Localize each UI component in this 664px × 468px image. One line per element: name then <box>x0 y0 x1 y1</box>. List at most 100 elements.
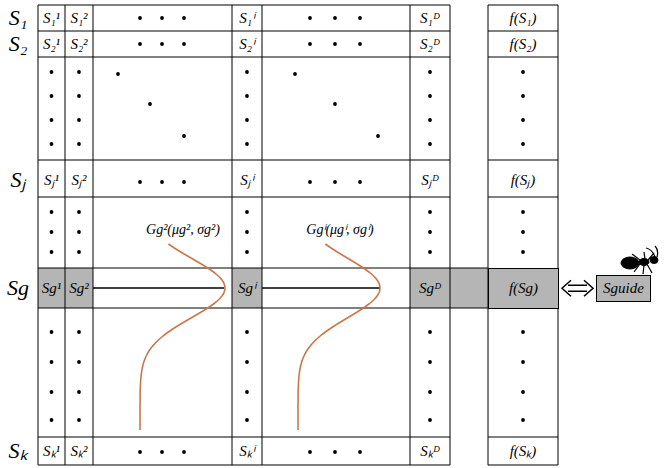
ellipsis-dots <box>50 16 525 454</box>
ellipsis-dot <box>77 390 81 394</box>
ellipsis-dot <box>333 42 337 46</box>
ellipsis-dot <box>77 70 81 74</box>
table-cell: Sₖᴰ <box>420 443 440 460</box>
ellipsis-dot <box>148 102 152 106</box>
ellipsis-dot <box>77 94 81 98</box>
table-cell: Sⱼⁱ <box>240 172 254 189</box>
ellipsis-dot <box>428 330 432 334</box>
row-label: Sg <box>7 276 29 300</box>
ellipsis-dot <box>50 70 54 74</box>
table-cell: S₁² <box>70 10 87 27</box>
ellipsis-dot <box>77 118 81 122</box>
ellipsis-dot <box>308 180 312 184</box>
ellipsis-dot <box>245 330 249 334</box>
ellipsis-dot <box>428 118 432 122</box>
ellipsis-dot <box>182 16 186 20</box>
ellipsis-dot <box>428 210 432 214</box>
ellipsis-dot <box>428 94 432 98</box>
ellipsis-dot <box>77 418 81 422</box>
table-cell: Sgⁱ <box>238 280 256 297</box>
ellipsis-dot <box>245 230 249 234</box>
ellipsis-dot <box>293 72 297 76</box>
ellipsis-dot <box>521 418 525 422</box>
ellipsis-dot <box>308 16 312 20</box>
ant-icon <box>621 246 658 274</box>
ellipsis-dot <box>521 330 525 334</box>
ellipsis-dot <box>77 230 81 234</box>
ellipsis-dot <box>308 450 312 454</box>
ellipsis-dot <box>245 118 249 122</box>
ellipsis-dot <box>50 118 54 122</box>
ellipsis-dot <box>182 42 186 46</box>
ellipsis-dot <box>50 230 54 234</box>
ellipsis-dot <box>182 180 186 184</box>
ellipsis-dot <box>245 70 249 74</box>
distribution-label: Gg²(μg², σg²) <box>146 222 220 237</box>
table-cell: S₂ⁱ <box>239 36 255 53</box>
ellipsis-dot <box>138 450 142 454</box>
ellipsis-dot <box>138 16 142 20</box>
ellipsis-dot <box>521 70 525 74</box>
table-cell: Sⱼ¹ <box>44 172 59 189</box>
ellipsis-dot <box>50 418 54 422</box>
table-lines <box>38 5 558 465</box>
ellipsis-dot <box>245 94 249 98</box>
ellipsis-dot <box>116 72 120 76</box>
ellipsis-dot <box>333 450 337 454</box>
guide-row-shading <box>38 268 488 308</box>
ellipsis-dot <box>50 94 54 98</box>
row-label: S₂ <box>9 32 28 56</box>
ellipsis-dot <box>245 250 249 254</box>
distribution-label: Ggⁱ(μgⁱ, σgⁱ) <box>306 222 373 237</box>
ellipsis-dot <box>50 142 54 146</box>
ellipsis-dot <box>358 16 362 20</box>
table-cell: S₁¹ <box>43 10 60 27</box>
ellipsis-dot <box>50 250 54 254</box>
ellipsis-dot <box>50 360 54 364</box>
ellipsis-dot <box>308 42 312 46</box>
ellipsis-dot <box>245 210 249 214</box>
row-label: S₁ <box>9 6 28 30</box>
ellipsis-dot <box>428 390 432 394</box>
double-arrow <box>562 280 593 296</box>
row-label: Sⱼ <box>11 168 26 192</box>
ellipsis-dot <box>138 42 142 46</box>
table-cell: S₁ᴰ <box>420 10 440 27</box>
ellipsis-dot <box>50 210 54 214</box>
guide-solution-box: Sguide <box>596 275 651 302</box>
table-cell: Sₖ² <box>71 443 88 460</box>
ellipsis-dot <box>521 230 525 234</box>
row-label: Sₖ <box>9 439 28 463</box>
ellipsis-dot <box>245 390 249 394</box>
ellipsis-dot <box>160 16 164 20</box>
ellipsis-dot <box>333 16 337 20</box>
ellipsis-dot <box>245 418 249 422</box>
ellipsis-dot <box>428 360 432 364</box>
table-cell: S₂² <box>70 36 87 53</box>
fitness-cell: f(Sg) <box>488 268 559 309</box>
table-cell: S₁ⁱ <box>239 10 255 27</box>
ellipsis-dot <box>428 250 432 254</box>
table-cell: Sⱼᴰ <box>421 172 439 189</box>
gaussian-curve <box>298 244 380 430</box>
ellipsis-dot <box>77 330 81 334</box>
ellipsis-dot <box>428 418 432 422</box>
ellipsis-dot <box>521 210 525 214</box>
ellipsis-dot <box>521 118 525 122</box>
ellipsis-dot <box>358 450 362 454</box>
ellipsis-dot <box>182 450 186 454</box>
ellipsis-dot <box>160 42 164 46</box>
ellipsis-dot <box>521 142 525 146</box>
ellipsis-dot <box>77 142 81 146</box>
ellipsis-dot <box>358 180 362 184</box>
node-text: f(Sg) <box>509 280 538 297</box>
ellipsis-dot <box>358 42 362 46</box>
ellipsis-dot <box>138 180 142 184</box>
ellipsis-dot <box>428 142 432 146</box>
table-cell: Sgᴰ <box>419 280 441 297</box>
ellipsis-dot <box>521 250 525 254</box>
table-cell: S₂ᴰ <box>420 36 440 53</box>
table-cell: Sₖ¹ <box>43 443 60 460</box>
table-cell: f(Sₖ) <box>510 443 537 460</box>
